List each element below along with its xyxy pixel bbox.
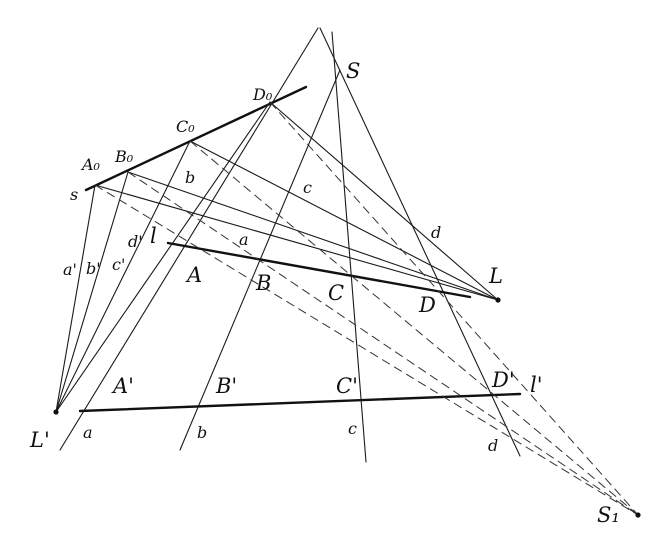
label-c-upper: c (303, 178, 312, 197)
dash-D0-S1 (269, 101, 639, 516)
lines-from-S (59, 27, 521, 463)
point-L-prime (53, 409, 59, 415)
label-B-prime: B' (215, 374, 237, 398)
dash-A0-S1 (94, 184, 639, 516)
line-d-prime (55, 101, 271, 413)
point-L (495, 297, 501, 303)
dashed-lines-to-S1 (94, 101, 639, 516)
lines-from-L-prime (55, 101, 271, 413)
label-d-upper: d (431, 223, 441, 242)
line-L-A0 (94, 184, 499, 301)
label-C0: C₀ (176, 117, 195, 136)
point-S1 (635, 512, 641, 518)
lines-from-L (94, 101, 499, 301)
line-s (84, 85, 308, 192)
label-C: C (328, 281, 344, 305)
line-L-B0 (127, 171, 499, 301)
label-b-lower: b (197, 423, 207, 442)
label-D-prime: D' (491, 368, 515, 392)
line-L-C0 (189, 140, 499, 301)
dash-C0-S1 (189, 140, 639, 516)
label-L: L (488, 264, 503, 288)
line-l-prime (78, 392, 522, 413)
label-A: A (185, 263, 202, 287)
label-L-prime: L' (29, 428, 50, 452)
label-c-prime: c' (112, 255, 125, 274)
line-L-D0 (269, 101, 499, 301)
label-a-upper: a (239, 230, 249, 249)
line-c-through-S (331, 31, 367, 463)
label-A0: A₀ (80, 155, 101, 174)
label-a-prime: a' (63, 260, 77, 279)
dash-B0-S1 (127, 171, 639, 516)
line-d-through-S (319, 27, 521, 457)
label-c-lower: c (348, 419, 357, 438)
label-d-prime: d' (128, 232, 143, 251)
label-D0: D₀ (252, 85, 273, 104)
label-B0: B₀ (114, 147, 134, 166)
label-d-lower: d (488, 436, 498, 455)
label-b-prime: b' (86, 259, 101, 278)
label-S: S (346, 59, 360, 83)
label-b-upper: b (185, 168, 195, 187)
line-a-through-S (59, 27, 319, 451)
line-a-prime (55, 184, 96, 413)
label-B: B (255, 271, 271, 295)
label-l-prime: l' (530, 373, 543, 397)
label-l: l (150, 224, 157, 248)
line-l (166, 241, 472, 299)
label-C-prime: C' (336, 374, 358, 398)
line-b-prime (55, 171, 129, 413)
label-A-prime: A' (111, 374, 134, 398)
label-a-lower: a (83, 423, 93, 442)
label-s: s (70, 185, 78, 204)
label-D: D (418, 293, 436, 317)
label-S1: S₁ (597, 503, 620, 527)
